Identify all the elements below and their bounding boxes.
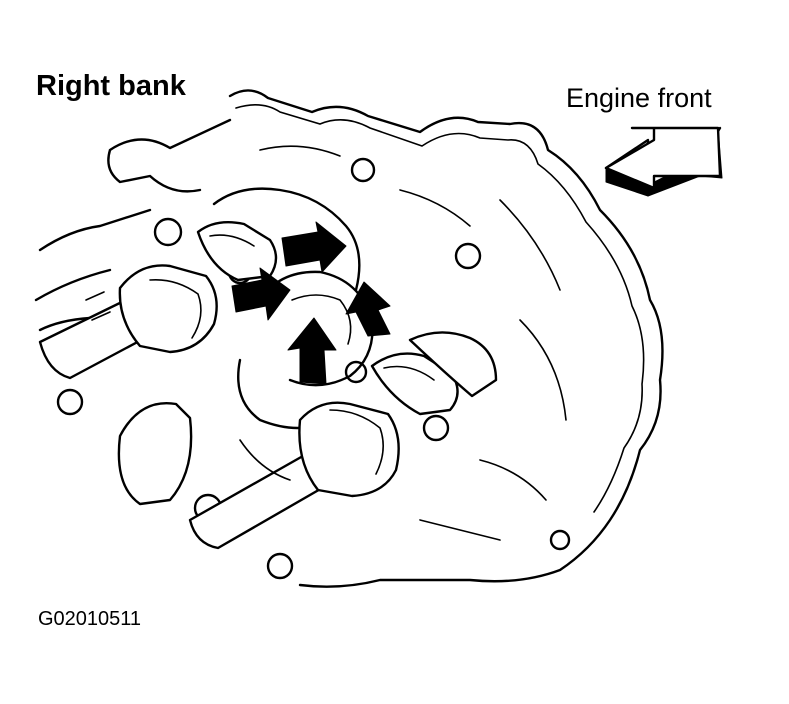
lower-camshaft xyxy=(117,331,498,550)
pointer-arrows xyxy=(231,221,391,385)
figure-id: G02010511 xyxy=(38,608,142,630)
head-upper-rim xyxy=(107,118,232,193)
surface-contours xyxy=(85,145,567,541)
engine-front-arrow xyxy=(604,126,723,197)
direction-label: Engine front xyxy=(566,83,712,113)
diagram-title: Right bank xyxy=(36,70,186,102)
head-outline-inner xyxy=(235,104,645,513)
arrow-left-down xyxy=(231,267,291,321)
arrow-up-left xyxy=(345,281,391,337)
arrow-right xyxy=(281,221,347,273)
arrow-up xyxy=(287,317,337,385)
upper-camshaft xyxy=(38,221,278,380)
head-left-edge xyxy=(34,208,152,332)
cylinder-head-outline xyxy=(228,89,664,588)
